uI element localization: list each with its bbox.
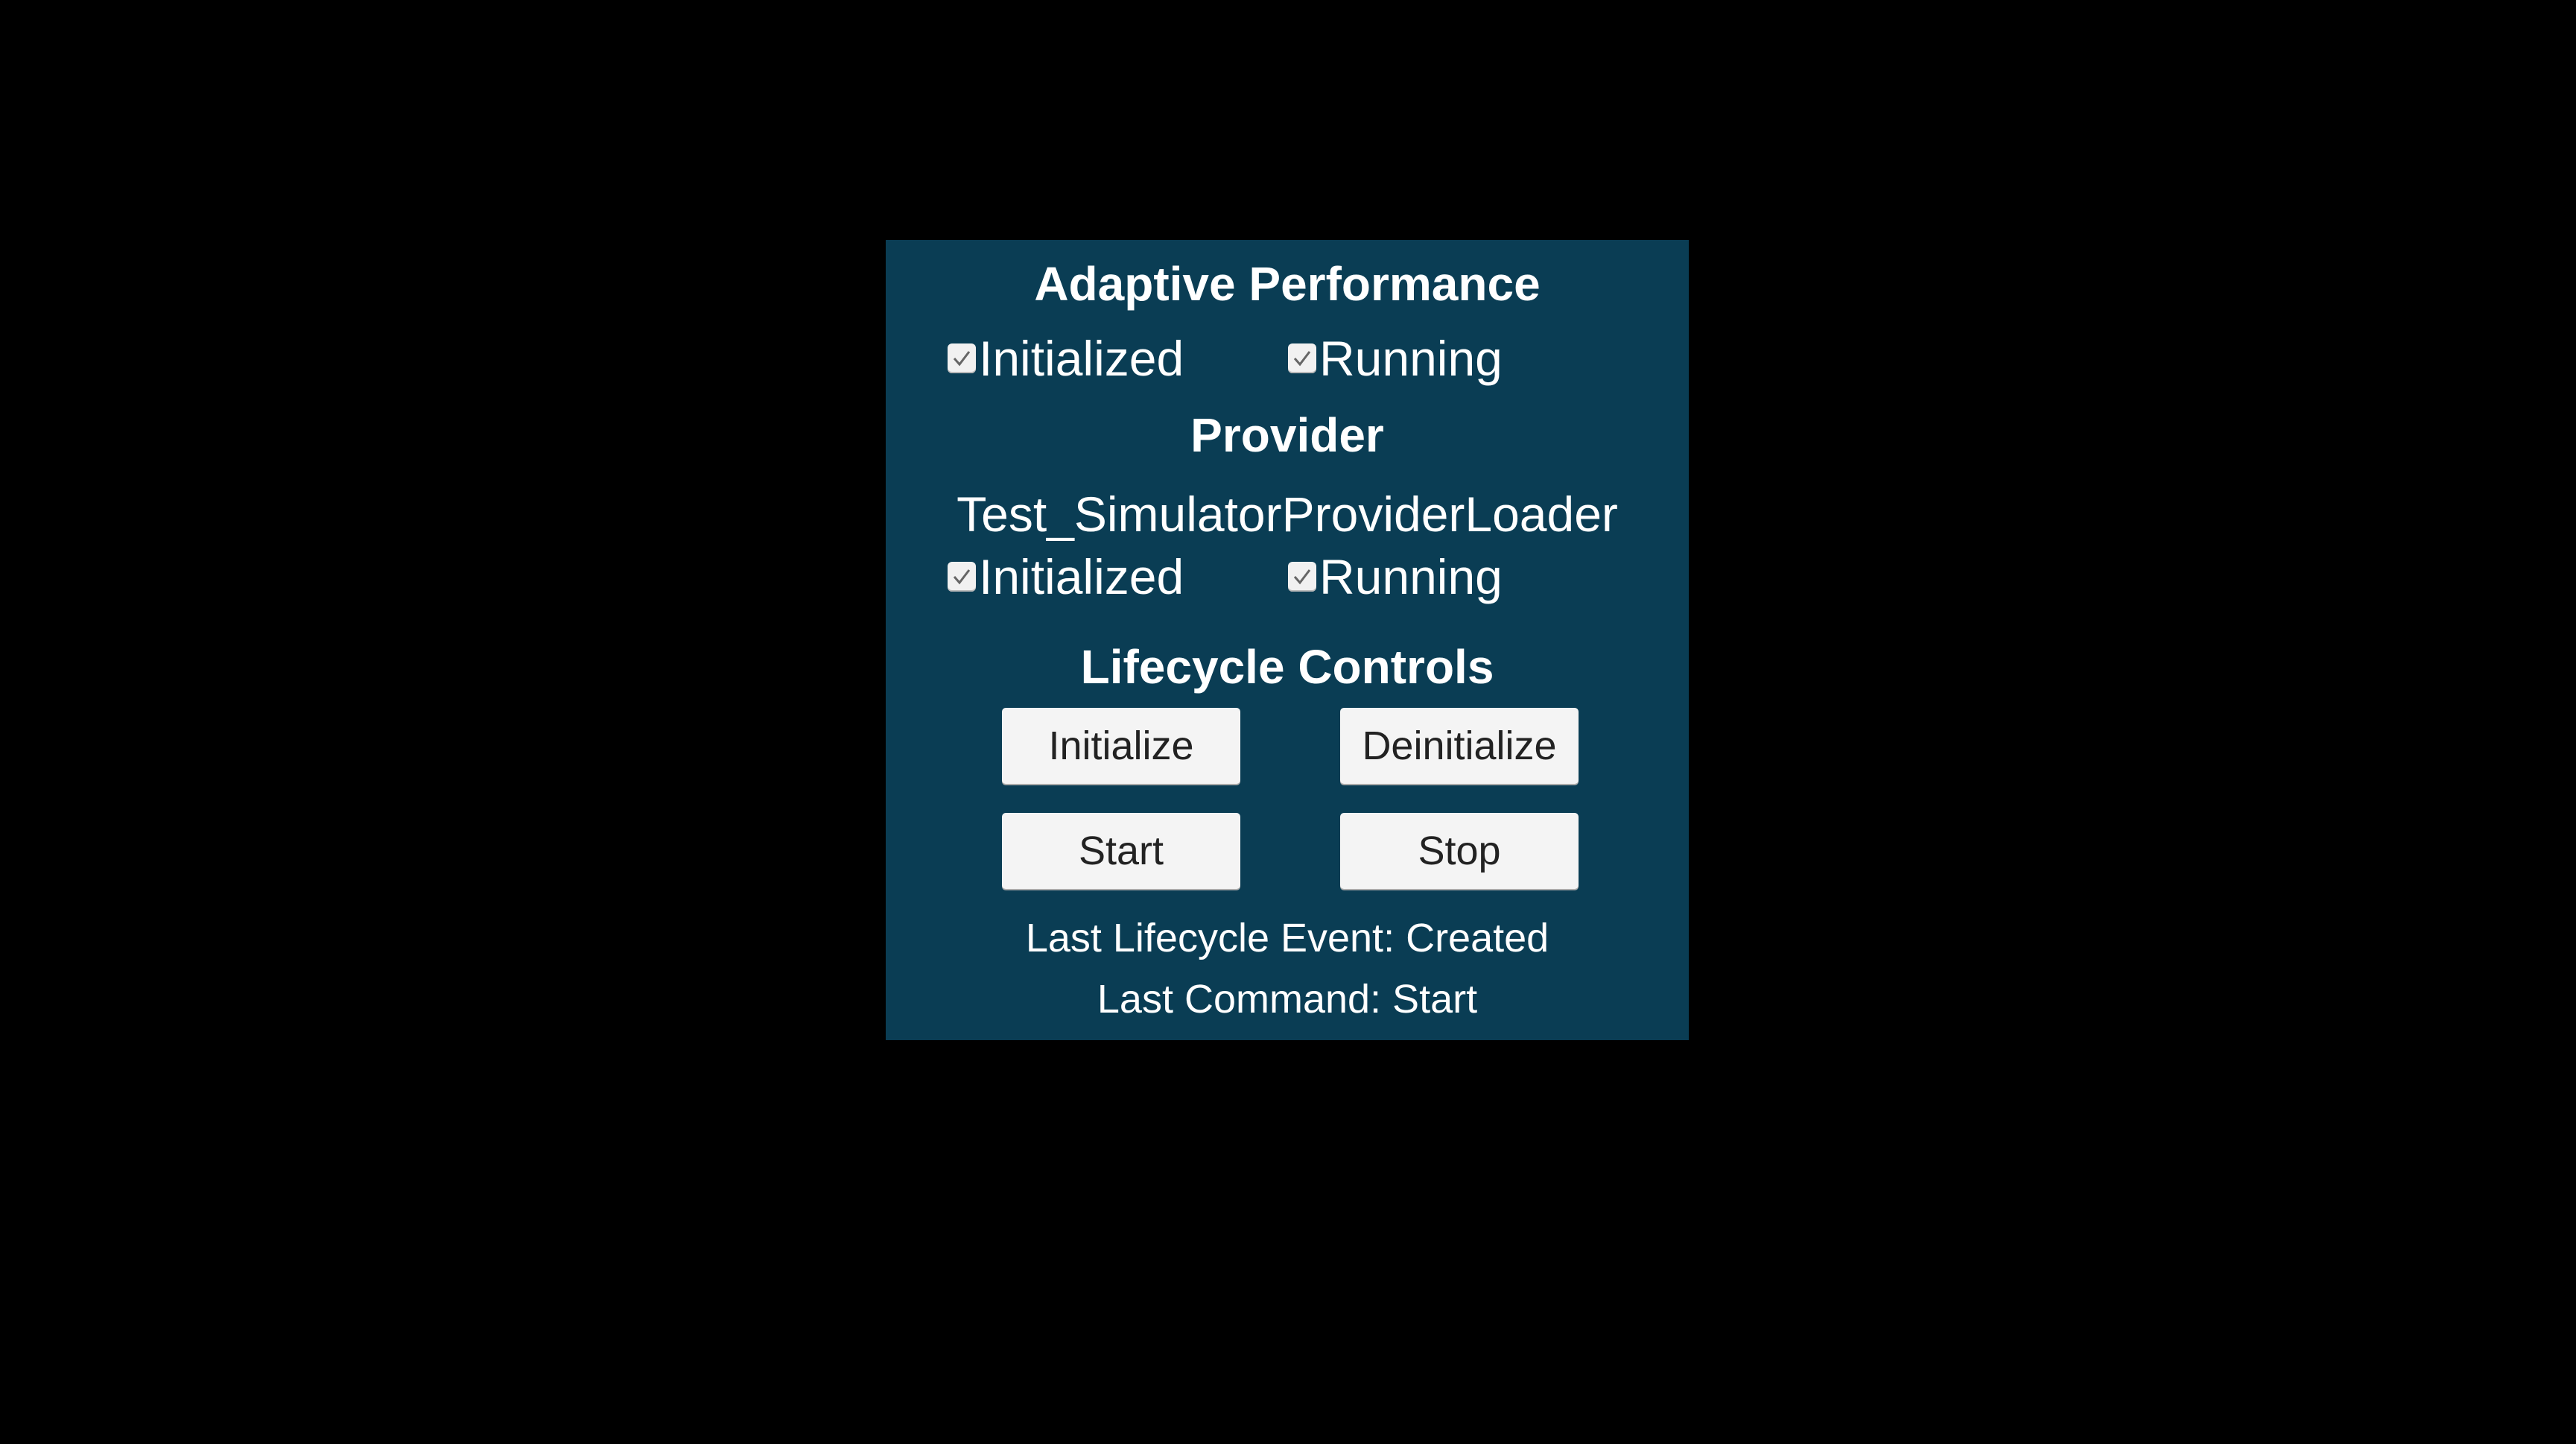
checkbox-checked-icon (1288, 562, 1316, 592)
lifecycle-controls-title: Lifecycle Controls (1080, 640, 1494, 694)
checkbox-checked-icon (1288, 343, 1316, 373)
provider-running-checkbox[interactable]: Running (1288, 548, 1503, 605)
ap-running-label: Running (1319, 331, 1503, 386)
checkbox-checked-icon (948, 343, 976, 373)
provider-running-label: Running (1319, 549, 1503, 604)
ap-initialized-checkbox[interactable]: Initialized (948, 330, 1184, 387)
provider-initialized-checkbox[interactable]: Initialized (948, 548, 1184, 605)
stop-button[interactable]: Stop (1340, 813, 1579, 889)
provider-title: Provider (1190, 408, 1384, 462)
provider-initialized-label: Initialized (979, 549, 1184, 604)
ap-initialized-label: Initialized (979, 331, 1184, 386)
initialize-button[interactable]: Initialize (1002, 708, 1240, 784)
checkbox-checked-icon (948, 562, 976, 592)
ap-running-checkbox[interactable]: Running (1288, 330, 1503, 387)
last-command: Last Command: Start (1097, 977, 1478, 1022)
last-lifecycle-event: Last Lifecycle Event: Created (1025, 916, 1549, 960)
adaptive-performance-title: Adaptive Performance (1034, 257, 1541, 311)
deinitialize-button[interactable]: Deinitialize (1340, 708, 1579, 784)
provider-name: Test_SimulatorProviderLoader (957, 487, 1618, 542)
adaptive-performance-panel: Adaptive Performance Initialized Running… (886, 240, 1689, 1040)
start-button[interactable]: Start (1002, 813, 1240, 889)
